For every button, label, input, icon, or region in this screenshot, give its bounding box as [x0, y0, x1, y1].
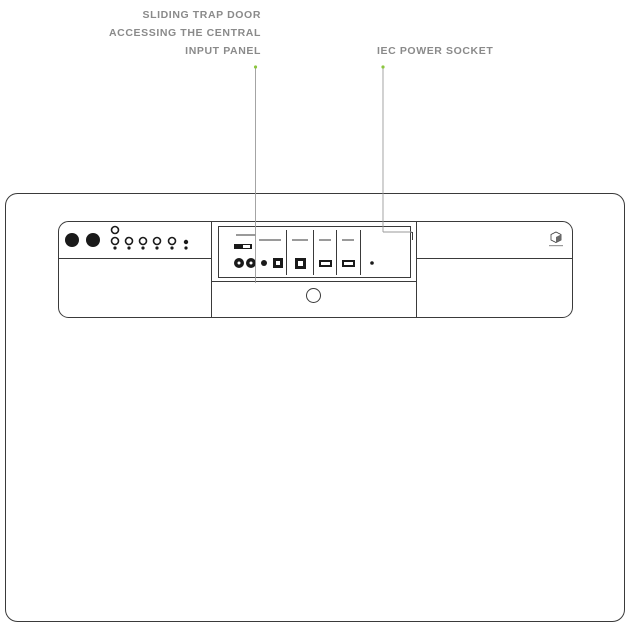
- indicator-led-1: [127, 246, 131, 250]
- trap-door-callout-line-2: ACCESSING THE CENTRAL: [108, 27, 261, 39]
- knob-left[interactable]: [65, 233, 79, 247]
- label-mark-3: [292, 239, 308, 241]
- trap-door-handle[interactable]: [306, 288, 321, 303]
- source-button-5[interactable]: [167, 236, 177, 246]
- hdmi-port-2-inner: [344, 262, 353, 265]
- trap-door-leader-dot: [253, 65, 258, 69]
- control-area: [65, 225, 189, 250]
- label-mark-4: [319, 239, 331, 241]
- indicator-led-0: [113, 246, 117, 250]
- indicator-led-6: [184, 246, 188, 250]
- source-button-4[interactable]: [152, 236, 162, 246]
- iec-leader-dot: [381, 65, 385, 69]
- trap-door-callout: SLIDING TRAP DOOR ACCESSING THE CENTRAL …: [109, 6, 261, 60]
- trap-door-callout-line-1: SLIDING TRAP DOOR: [142, 9, 261, 21]
- source-button-2[interactable]: [124, 236, 134, 246]
- rca-left-jack-center: [237, 261, 241, 265]
- label-mark-1: [236, 234, 256, 236]
- iec-power-socket: [410, 226, 413, 240]
- device-body-outline: [5, 193, 625, 622]
- optical-input-inner: [276, 261, 280, 265]
- indicator-led-5: [183, 239, 189, 245]
- label-mark-2: [259, 239, 281, 241]
- indicator-led-3: [155, 246, 159, 250]
- indicator-led-4: [170, 246, 174, 250]
- aux-jack[interactable]: [261, 260, 267, 266]
- source-button-top[interactable]: [110, 225, 120, 235]
- status-led: [370, 261, 374, 265]
- knob-right[interactable]: [86, 233, 100, 247]
- hdmi-port-1-inner: [321, 262, 330, 265]
- source-button-1[interactable]: [110, 236, 120, 246]
- trap-door-callout-line-3: INPUT PANEL: [185, 45, 261, 57]
- input-panel: [218, 226, 411, 278]
- trap-door[interactable]: [211, 221, 417, 318]
- top-panel-outline: [58, 221, 573, 318]
- iec-power-socket-callout: IEC POWER SOCKET: [377, 45, 494, 57]
- rca-right-jack-center: [249, 261, 253, 265]
- brand-logo-icon: [549, 231, 563, 247]
- input-connectors: [234, 234, 374, 269]
- usb-b-port-inner: [298, 261, 303, 266]
- source-button-3[interactable]: [138, 236, 148, 246]
- mode-switch-slider: [243, 245, 250, 248]
- indicator-led-2: [141, 246, 145, 250]
- label-mark-5: [342, 239, 354, 241]
